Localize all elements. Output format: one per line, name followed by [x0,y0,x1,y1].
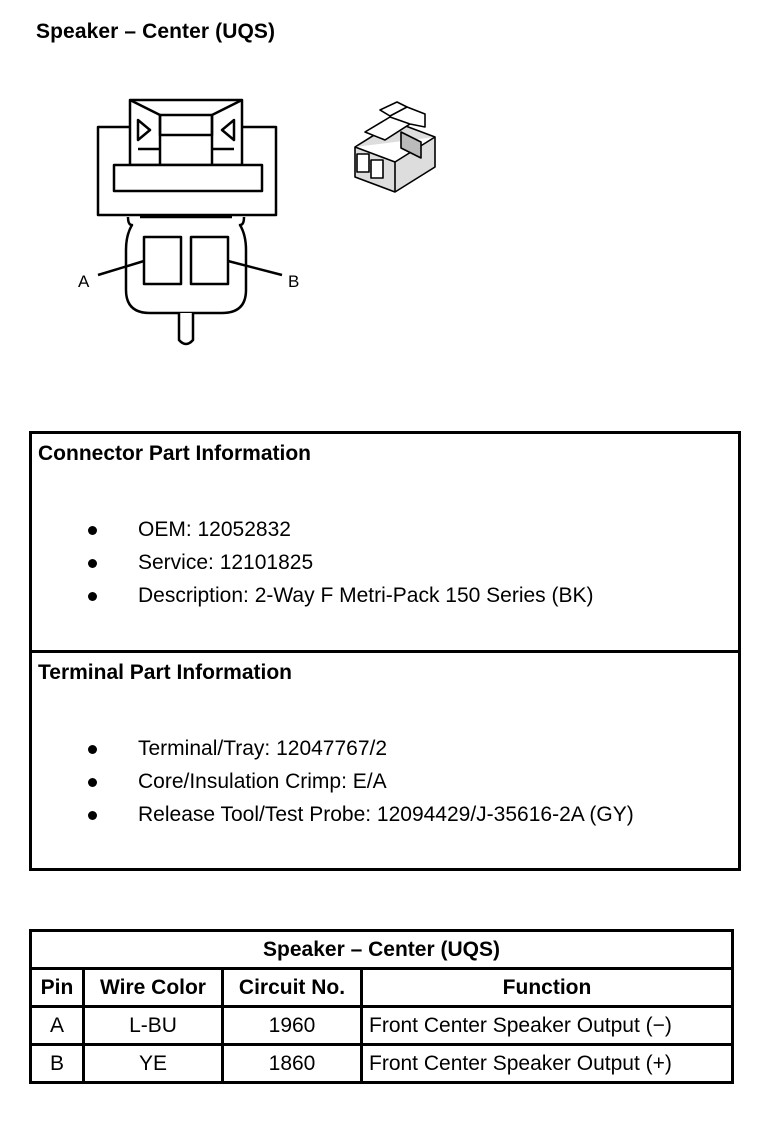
function-cell: Front Center Speaker Output (−) [360,1005,734,1046]
column-header-pin: Pin [29,967,85,1008]
part-information-box: Connector Part Information OEM: 12052832… [29,431,741,871]
pin-cell: A [29,1005,85,1046]
connector-isometric-diagram [354,101,436,193]
bullet-icon [88,559,97,568]
function-cell: Front Center Speaker Output (+) [360,1043,734,1084]
circuit-no-cell: 1960 [221,1005,363,1046]
pin-cell: B [29,1043,85,1084]
wire-color-cell: L-BU [82,1005,224,1046]
terminal-info-section: Terminal Part Information Terminal/Tray:… [38,661,634,826]
bullet-icon [88,778,97,787]
bullet-icon [88,592,97,601]
table-caption: Speaker – Center (UQS) [29,929,734,970]
bullet-icon [88,745,97,754]
connector-face-diagram: A B [78,98,299,346]
column-header-wire-color: Wire Color [82,967,224,1008]
table-header-row: Pin Wire Color Circuit No. Function [29,967,734,1008]
table-row: A L-BU 1960 Front Center Speaker Output … [29,1005,734,1046]
wire-color-cell: YE [82,1043,224,1084]
circuit-no-cell: 1860 [221,1043,363,1084]
page-title: Speaker – Center (UQS) [36,20,276,43]
bullet-icon [88,526,97,535]
connector-info-heading: Connector Part Information [38,442,312,465]
column-header-function: Function [360,967,734,1008]
bullet-icon [88,811,97,820]
pin-a-callout: A [78,272,90,291]
pin-b-callout: B [288,272,299,291]
terminal-info-heading: Terminal Part Information [38,661,292,684]
connector-info-section: Connector Part Information OEM: 12052832… [32,434,738,653]
pinout-table: Speaker – Center (UQS) Pin Wire Color Ci… [29,929,734,1084]
column-header-circuit-no: Circuit No. [221,967,363,1008]
table-row: B YE 1860 Front Center Speaker Output (+… [29,1043,734,1084]
